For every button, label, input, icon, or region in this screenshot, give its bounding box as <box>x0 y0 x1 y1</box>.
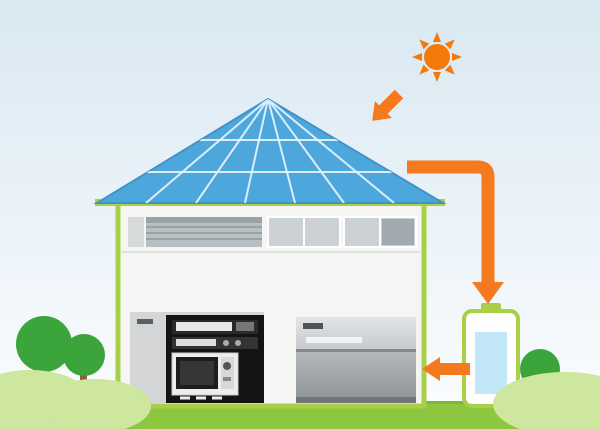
panel-grid-columns <box>145 99 395 203</box>
microwave-knob <box>223 362 231 370</box>
microwave-controls <box>221 357 234 389</box>
kitchen-unit <box>130 312 264 403</box>
dishwasher-lower-panel <box>296 352 416 403</box>
arrow-shaft <box>407 160 495 284</box>
louver-top-band <box>146 217 262 223</box>
arrow-shape <box>372 89 404 121</box>
floor-shadow-line <box>122 251 420 253</box>
sun-icon <box>412 32 462 82</box>
arrow-roof-to-battery <box>407 160 504 304</box>
oven-display-bar <box>176 339 216 346</box>
oven-knob <box>235 340 241 346</box>
arrow-battery-to-appliances <box>422 357 470 381</box>
window-left <box>267 216 341 248</box>
cabinet-handle <box>137 319 153 324</box>
house <box>115 199 427 409</box>
dishwasher-handle <box>303 323 323 329</box>
dishwasher-base <box>296 397 416 403</box>
oven-knob <box>223 340 229 346</box>
microwave <box>171 352 239 396</box>
tree-canopy <box>16 316 72 372</box>
oven-buttons <box>236 322 254 331</box>
window-right <box>343 216 417 248</box>
window-dark-pane <box>382 219 414 245</box>
second-floor-windows <box>122 216 420 253</box>
sun-core <box>424 44 450 70</box>
bush-right <box>493 372 600 429</box>
arrow-head <box>472 282 504 304</box>
storage-battery <box>462 303 520 408</box>
sun-rays <box>412 32 462 82</box>
microwave-glass <box>180 361 214 385</box>
bush-left-2 <box>39 379 151 429</box>
dishwasher <box>296 317 416 403</box>
arrow-sun-to-roof <box>372 89 404 121</box>
louver-slats <box>146 226 262 240</box>
dishwasher-control-slot <box>306 337 362 343</box>
battery-cell <box>475 332 507 394</box>
dishwasher-body <box>296 317 416 403</box>
vent-louver <box>146 217 262 247</box>
window-small-pane <box>128 217 144 247</box>
dishwasher-groove <box>296 349 416 352</box>
microwave-button <box>223 377 231 381</box>
tree-canopy <box>63 334 105 376</box>
roof-shape <box>93 97 447 204</box>
arrow-shape <box>422 357 470 381</box>
oven-display-screen <box>176 322 232 331</box>
